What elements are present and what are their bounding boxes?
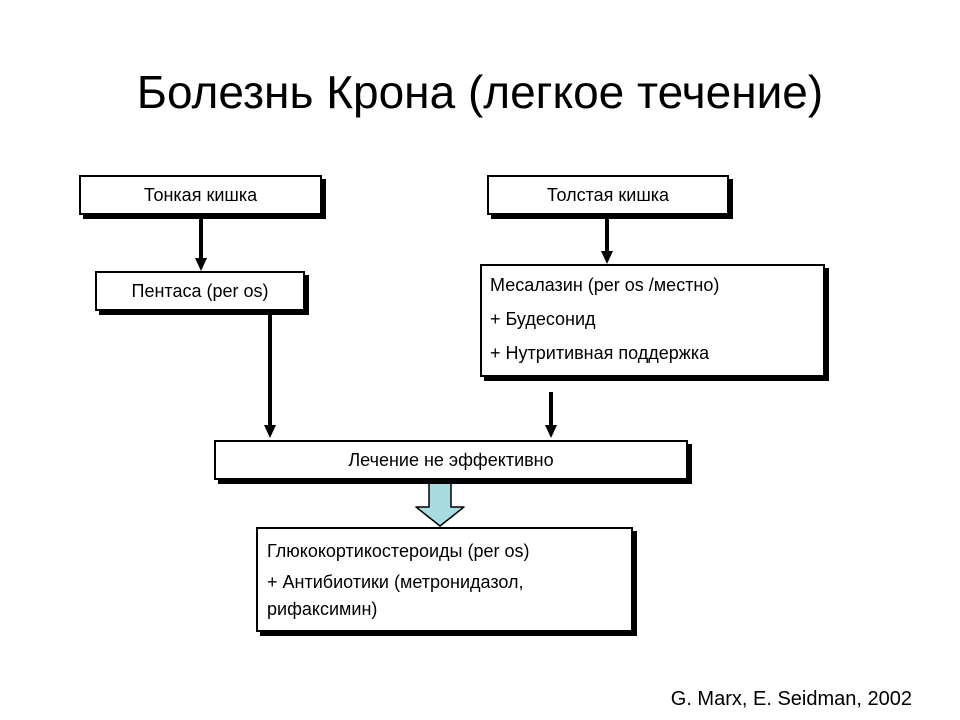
arrowhead xyxy=(545,425,557,438)
block-arrow-down xyxy=(415,480,465,527)
glucocorticoids-line-1: Глюкокортикостероиды (per os) xyxy=(267,541,530,561)
box-not-effective: Лечение не эффективно xyxy=(214,440,688,480)
box-small-intestine: Тонкая кишка xyxy=(79,175,322,215)
arrowhead xyxy=(601,251,613,264)
mesalazine-line-1: Месалазин (per os /местно) xyxy=(490,275,720,295)
slide-title: Болезнь Крона (легкое течение) xyxy=(136,66,824,118)
box-pentasa: Пентаса (per os) xyxy=(95,271,305,311)
box-large-intestine: Толстая кишка xyxy=(487,175,729,215)
arrowhead xyxy=(264,425,276,438)
mesalazine-line-3: + Нутритивная поддержка xyxy=(490,343,710,363)
box-large-intestine-label: Толстая кишка xyxy=(546,184,670,205)
mesalazine-line-2: + Будесонид xyxy=(490,309,596,329)
arrowhead xyxy=(195,258,207,271)
box-small-intestine-label: Тонкая кишка xyxy=(143,184,258,205)
box-not-effective-label: Лечение не эффективно xyxy=(348,449,554,470)
citation: G. Marx, E. Seidman, 2002 xyxy=(670,688,912,710)
box-pentasa-label: Пентаса (per os) xyxy=(131,280,269,301)
glucocorticoids-line-2: + Антибиотики (метронидазол, xyxy=(267,572,524,592)
box-glucocorticoids: Глюкокортикостероиды (per os) + Антибиот… xyxy=(256,527,633,632)
glucocorticoids-line-3: рифаксимин) xyxy=(267,599,378,619)
box-mesalazine: Месалазин (per os /местно) + Будесонид +… xyxy=(480,264,825,377)
